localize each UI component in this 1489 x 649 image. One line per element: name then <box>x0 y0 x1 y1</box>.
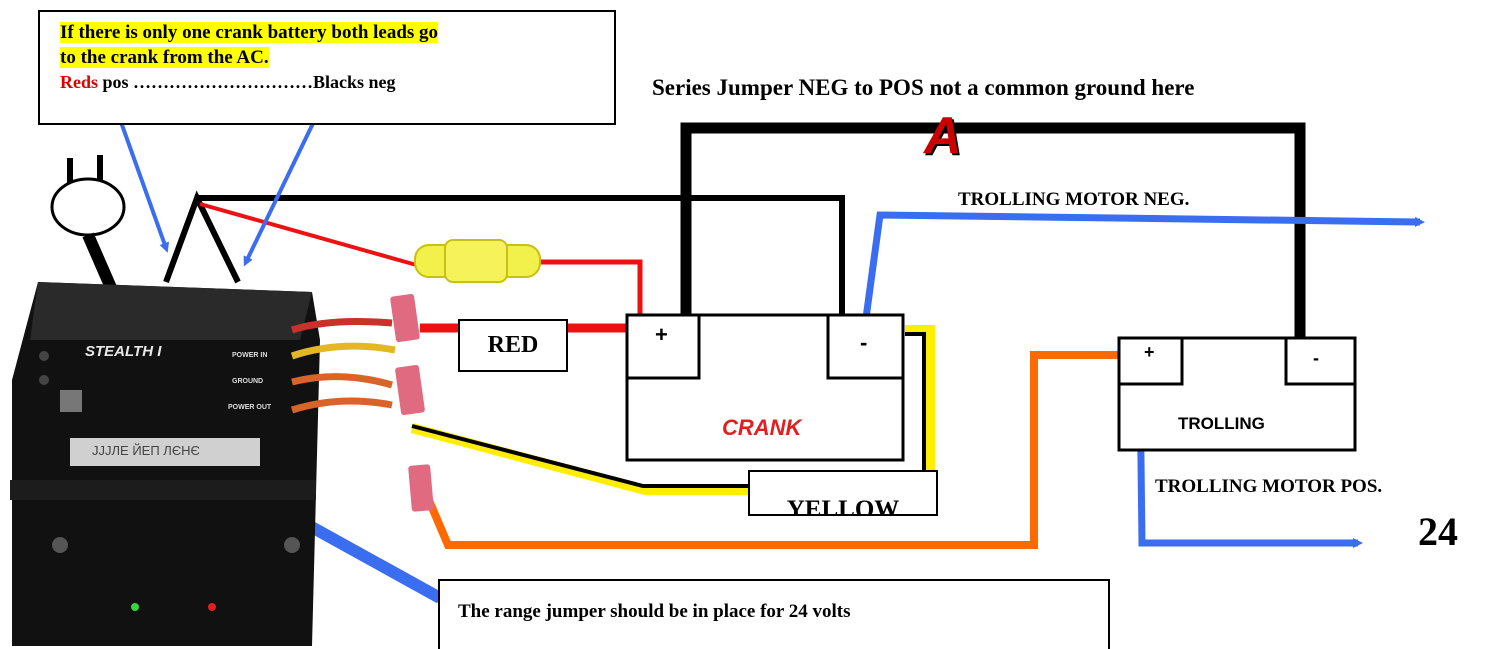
range-jumper-note: The range jumper should be in place for … <box>438 579 1110 649</box>
charger-power-out: POWER OUT <box>228 404 272 411</box>
charger-out-lead-orange-1 <box>291 373 393 389</box>
inline-fuse-icon <box>414 239 541 283</box>
series-jumper-wire <box>680 122 1306 345</box>
charger-sticker: ЈЈЈЛЕ ЙЕП ЛЄНЄ <box>92 443 200 458</box>
blacks-pointer-arrow <box>243 112 320 267</box>
marker-a: A <box>924 107 962 165</box>
range-jumper-text: The range jumper should be in place for … <box>458 601 851 622</box>
trolling-battery-label: TROLLING <box>1178 414 1265 433</box>
trolling-neg-arrow <box>862 211 1425 319</box>
charger-out-lead-orange-2 <box>290 397 393 414</box>
note-line-2: to the crank from the AC. <box>60 47 269 68</box>
trolling-battery <box>1117 336 1357 452</box>
crank-plus-label: + <box>655 322 668 347</box>
charger-red-lead <box>199 202 421 268</box>
blacks-neg-label: pos …………………………Blacks neg <box>98 72 396 92</box>
red-wire-text: RED <box>487 332 539 358</box>
crank-minus-label: - <box>860 330 868 355</box>
ring-connectors <box>390 293 434 512</box>
ac-plug-icon <box>50 155 126 293</box>
orange-wire <box>424 351 1120 549</box>
reds-label: Reds <box>60 72 99 92</box>
charger-power-in: POWER IN <box>232 352 268 359</box>
charger-out-lead-red <box>290 318 393 334</box>
single-crank-note: If there is only one crank battery both … <box>38 10 616 125</box>
voltage-label: 24 <box>1418 509 1458 554</box>
stealth-charger <box>10 282 320 646</box>
trolling-minus-label: - <box>1313 348 1319 368</box>
note-line-1: If there is only one crank battery both … <box>60 22 439 43</box>
trolling-motor-pos-label: TROLLING MOTOR POS. <box>1155 476 1383 497</box>
red-wire-label: RED <box>458 319 568 372</box>
charger-out-lead-yellow <box>290 342 396 360</box>
yellow-wire-text: YELLOW <box>786 496 900 516</box>
fuse-red-wire <box>540 259 643 318</box>
charger-brand: STEALTH I <box>85 343 162 360</box>
yellow-wire-label: YELLOW <box>748 470 938 516</box>
crank-battery <box>625 313 905 462</box>
trolling-motor-neg-label: TROLLING MOTOR NEG. <box>958 189 1190 210</box>
charger-ground: GROUND <box>232 378 264 385</box>
crank-battery-label: CRANK <box>722 415 802 440</box>
charger-black-lead <box>163 190 845 330</box>
trolling-plus-label: + <box>1144 342 1155 362</box>
series-jumper-label: Series Jumper NEG to POS not a common gr… <box>652 75 1195 100</box>
